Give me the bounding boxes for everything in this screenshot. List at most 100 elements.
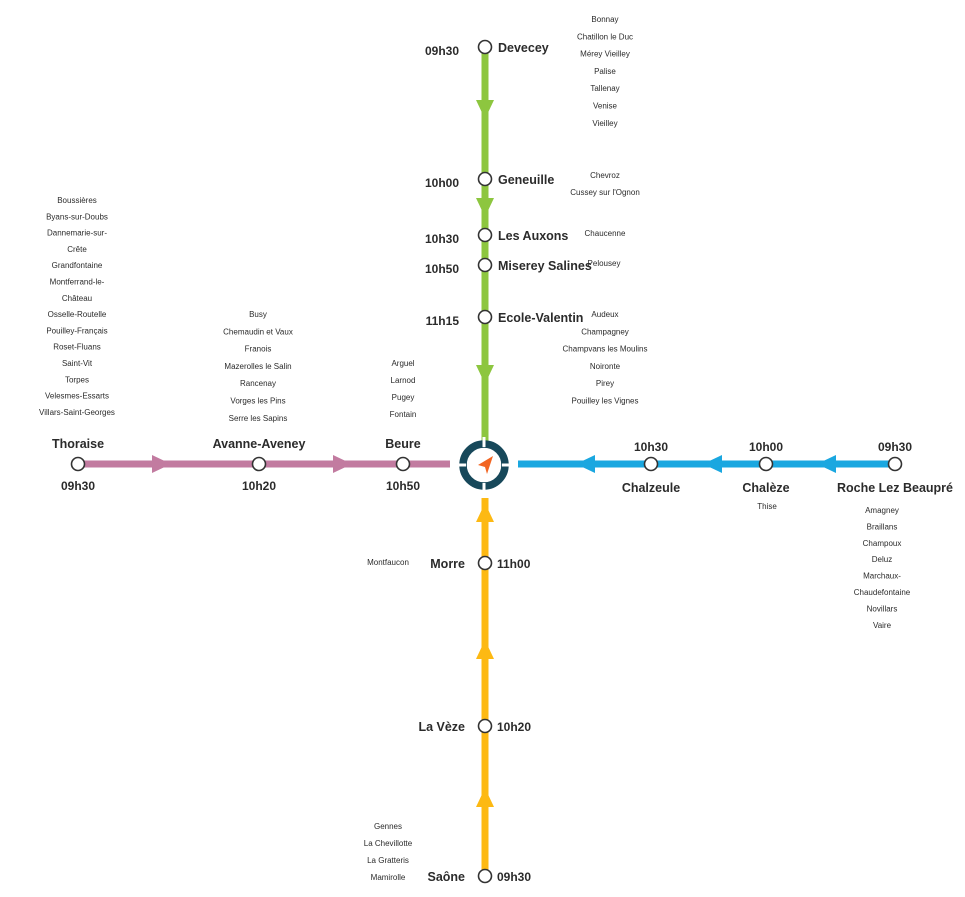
north-stop-name: Les Auxons <box>498 229 568 243</box>
village-label: Champvans les Moulins <box>563 345 648 354</box>
village-label: Audeux <box>591 310 618 319</box>
north-direction-arrow <box>476 365 494 384</box>
village-label: Chaudefontaine <box>854 588 911 597</box>
village-label: Thise <box>757 502 777 511</box>
north-stop-name: Devecey <box>498 41 549 55</box>
village-label: Arguel <box>391 359 414 368</box>
west-stop-time: 10h50 <box>386 479 420 493</box>
village-label: Franois <box>245 345 272 354</box>
village-label: Venise <box>593 102 618 111</box>
village-label: Dannemarie-sur- <box>47 229 107 238</box>
west-stop-name: Avanne-Aveney <box>213 437 306 451</box>
village-label: Champagney <box>581 327 629 336</box>
village-label: Deluz <box>872 555 892 564</box>
village-label: Montferrand-le- <box>50 278 105 287</box>
village-label: Rancenay <box>240 379 276 388</box>
village-label: Pirey <box>596 379 614 388</box>
village-label: Cussey sur l'Ognon <box>570 188 640 197</box>
north-direction-arrow <box>476 100 494 119</box>
village-label: Vaire <box>873 621 892 630</box>
village-label: Crête <box>67 245 87 254</box>
village-label: Pugey <box>392 393 415 402</box>
south-stop-time: 11h00 <box>497 557 531 571</box>
north-stop-name: Geneuille <box>498 173 554 187</box>
south-direction-arrow <box>476 788 494 807</box>
village-label: Pelousey <box>588 259 621 268</box>
village-label: La Chevillotte <box>364 839 413 848</box>
south-direction-arrow <box>476 640 494 659</box>
north-stop-marker <box>477 227 493 243</box>
east-direction-arrow <box>576 455 595 473</box>
south-stop-name: La Vèze <box>418 720 465 734</box>
village-label: Serre les Sapins <box>229 414 288 423</box>
village-label: Chaucenne <box>585 229 626 238</box>
west-stop-name: Beure <box>385 437 420 451</box>
village-label: Torpes <box>65 375 89 384</box>
village-label: Montfaucon <box>367 558 409 567</box>
north-stop-marker <box>477 257 493 273</box>
village-label: Château <box>62 294 92 303</box>
south-direction-arrow <box>476 503 494 522</box>
south-stop-name: Saône <box>427 870 465 884</box>
east-stop-time: 10h00 <box>749 440 783 454</box>
village-label: Champoux <box>863 539 902 548</box>
village-label: Mazerolles le Salin <box>224 362 291 371</box>
village-label: Busy <box>249 310 267 319</box>
village-label: Fontain <box>390 410 417 419</box>
east-direction-arrow <box>817 455 836 473</box>
north-direction-arrow <box>476 198 494 217</box>
hub-arrow-icon <box>478 456 493 474</box>
north-stop-marker <box>477 39 493 55</box>
village-label: Noironte <box>590 362 621 371</box>
village-label: Tallenay <box>590 84 619 93</box>
west-stop-marker <box>70 456 86 472</box>
village-label: Velesmes-Essarts <box>45 392 109 401</box>
north-stop-marker <box>477 309 493 325</box>
south-stop-marker <box>477 718 493 734</box>
village-label: Mamirolle <box>371 873 406 882</box>
north-stop-time: 11h15 <box>426 314 460 328</box>
village-label: Marchaux- <box>863 572 901 581</box>
village-label: Boussières <box>57 196 97 205</box>
village-label: Pouilley-Français <box>46 326 107 335</box>
south-stop-marker <box>477 555 493 571</box>
south-stop-time: 10h20 <box>497 720 531 734</box>
village-label: Palise <box>594 67 616 76</box>
village-label: Novillars <box>867 604 898 613</box>
east-stop-name: Chalzeule <box>622 481 680 495</box>
village-label: Chatillon le Duc <box>577 32 633 41</box>
east-direction-arrow <box>703 455 722 473</box>
west-stop-marker <box>251 456 267 472</box>
west-direction-arrow <box>152 455 171 473</box>
village-label: Roset-Fluans <box>53 343 101 352</box>
village-label: Vorges les Pins <box>230 397 285 406</box>
village-label: Pouilley les Vignes <box>571 397 638 406</box>
south-stop-time: 09h30 <box>497 870 531 884</box>
village-label: Chevroz <box>590 171 620 180</box>
village-label: Villars-Saint-Georges <box>39 408 115 417</box>
east-stop-marker <box>887 456 903 472</box>
east-stop-marker <box>643 456 659 472</box>
west-stop-time: 09h30 <box>61 479 95 493</box>
north-stop-time: 10h50 <box>425 262 459 276</box>
east-stop-name: Roche Lez Beaupré <box>837 481 953 495</box>
village-label: Chemaudin et Vaux <box>223 327 293 336</box>
west-stop-name: Thoraise <box>52 437 104 451</box>
village-label: Bonnay <box>591 15 618 24</box>
village-label: Mérey Vieilley <box>580 50 630 59</box>
village-label: Amagney <box>865 506 899 515</box>
village-label: Osselle-Routelle <box>48 310 107 319</box>
west-stop-marker <box>395 456 411 472</box>
north-stop-name: Ecole-Valentin <box>498 311 583 325</box>
village-label: Saint-Vit <box>62 359 93 368</box>
east-stop-name: Chalèze <box>742 481 789 495</box>
west-direction-arrow <box>333 455 352 473</box>
north-stop-time: 10h00 <box>425 176 459 190</box>
village-label: Byans-sur-Doubs <box>46 212 108 221</box>
north-stop-marker <box>477 171 493 187</box>
north-stop-time: 09h30 <box>425 44 459 58</box>
south-stop-marker <box>477 868 493 884</box>
east-stop-time: 09h30 <box>878 440 912 454</box>
west-stop-time: 10h20 <box>242 479 276 493</box>
